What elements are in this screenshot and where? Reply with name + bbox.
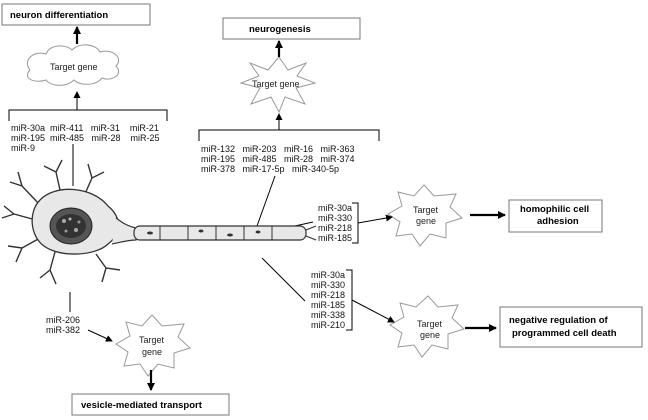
mirna-adh-2: miR-330 [318, 213, 352, 223]
star-adhesion-label-1: Target [413, 205, 439, 215]
box-negative-regulation: negative regulation of programmed cell d… [499, 306, 643, 348]
box-neuron-differentiation: neuron differentiation [1, 3, 151, 26]
star-top-label: Target gene [252, 79, 300, 89]
cloud-label: Target gene [50, 62, 98, 72]
label-vesicle-transport: vesicle-mediated transport [81, 400, 203, 411]
mirna-death-4: miR-185 [311, 300, 345, 310]
label-death-line2: programmed cell death [512, 328, 617, 339]
mirna-group-cell-death: miR-30a miR-330 miR-218 miR-185 miR-338 … [261, 257, 395, 331]
mirna-group-neurogenesis: miR-132 miR-203 miR-16 miR-363 miR-195 m… [198, 113, 380, 227]
mirna-death-3: miR-218 [311, 290, 345, 300]
target-gene-star-vesicle: Target gene [115, 314, 191, 377]
label-death-line1: negative regulation of [509, 315, 609, 326]
mirna-death-5: miR-338 [311, 310, 345, 320]
mirna-adh-4: miR-185 [318, 233, 352, 243]
mirna-group-vesicle: miR-206 miR-382 [46, 292, 113, 342]
mirna-death-6: miR-210 [311, 320, 345, 330]
mirna-neuro-line-1: miR-132 miR-203 miR-16 miR-363 [201, 144, 355, 154]
mirna-group-differentiation: miR-30a miR-411 miR-31 miR-21 miR-195 mi… [8, 91, 168, 186]
label-neurogenesis: neurogenesis [249, 24, 311, 35]
mirna-diff-line-2: miR-195 miR-485 miR-28 miR-25 [11, 133, 160, 143]
label-adhesion-line1: homophilic cell [520, 204, 589, 215]
label-adhesion-line2: adhesion [537, 216, 579, 227]
mirna-adh-1: miR-30a [318, 203, 352, 213]
mirna-adh-3: miR-218 [318, 223, 352, 233]
star-death-label-1: Target [417, 319, 443, 329]
box-homophilic-cell-adhesion: homophilic cell adhesion [508, 199, 603, 233]
mirna-diff-line-3: miR-9 [11, 143, 35, 153]
target-gene-star-death: Target gene [389, 295, 465, 358]
mirna-ves-2: miR-382 [46, 325, 80, 335]
box-vesicle-transport: vesicle-mediated transport [71, 393, 230, 416]
box-neurogenesis: neurogenesis [222, 17, 361, 40]
target-gene-star-adhesion: Target gene [387, 184, 463, 247]
star-death-label-2: gene [420, 330, 440, 340]
target-gene-star-top: Target gene [239, 56, 317, 114]
mirna-death-2: miR-330 [311, 280, 345, 290]
mirna-diff-line-1: miR-30a miR-411 miR-31 miR-21 [11, 123, 159, 133]
neuron-illustration [1, 159, 317, 285]
star-adhesion-label-2: gene [416, 216, 436, 226]
mirna-death-1: miR-30a [311, 270, 345, 280]
mirna-ves-1: miR-206 [46, 315, 80, 325]
target-gene-cloud: Target gene [26, 44, 120, 86]
star-vesicle-label-2: gene [142, 347, 162, 357]
mirna-neuro-line-2: miR-195 miR-485 miR-28 miR-374 [201, 154, 355, 164]
mirna-neuro-line-3: miR-378 miR-17-5p miR-340-5p [201, 164, 339, 174]
label-neuron-differentiation: neuron differentiation [10, 10, 108, 21]
star-vesicle-label-1: Target [139, 335, 165, 345]
